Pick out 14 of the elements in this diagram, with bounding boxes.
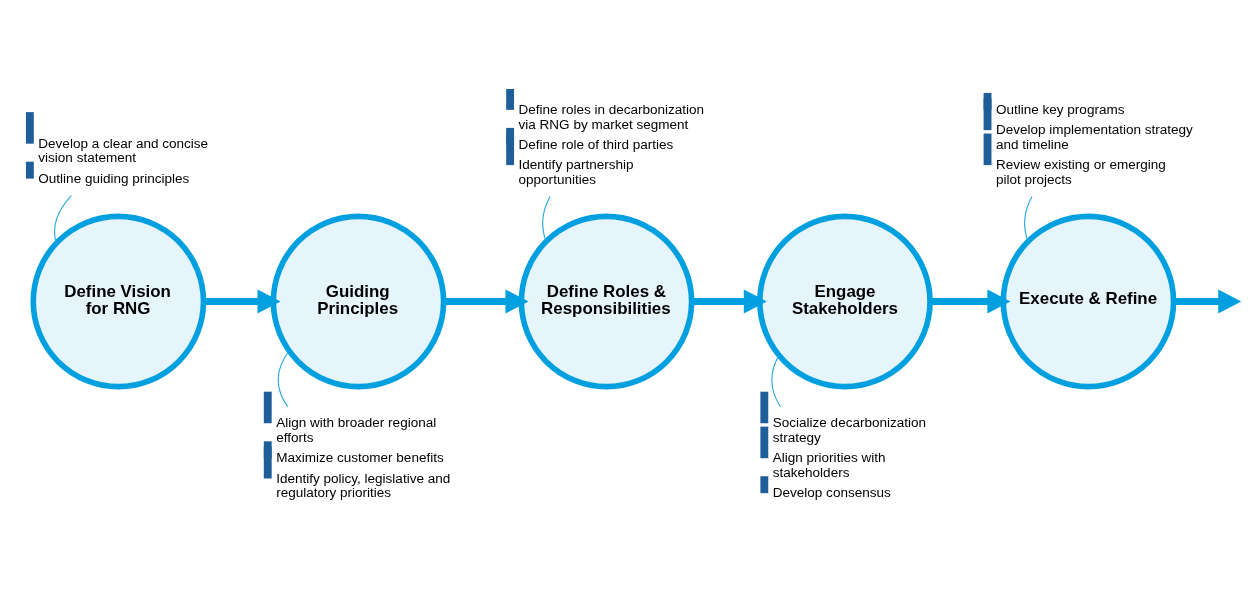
node-label: Review existing or emerging pilot projects: [995, 157, 1166, 187]
node-label: Define roles in decarbonization via RNG by market segment: [518, 101, 705, 132]
node-label: Align priorities with stakeholders: [772, 450, 886, 480]
node-label: Develop consensus: [772, 485, 891, 501]
node-label: Align with broader regional efforts: [276, 415, 437, 445]
node-label: Develop implementation strategy and timeline: [995, 122, 1193, 152]
node-label: Maximize customer benefits: [276, 450, 444, 466]
node-label: Define role of third parties: [518, 136, 674, 152]
node-label: Outline guiding principles: [38, 170, 190, 186]
node-label: Socialize decarbonization strategy: [772, 415, 927, 445]
node-label: Identify policy, legislative and regulatory priorities: [276, 470, 451, 501]
node-label: Identify partnership opportunities: [518, 157, 634, 187]
node-label: Develop a clear and concise vision statement: [38, 135, 209, 166]
node-label: Outline key programs: [995, 101, 1125, 117]
